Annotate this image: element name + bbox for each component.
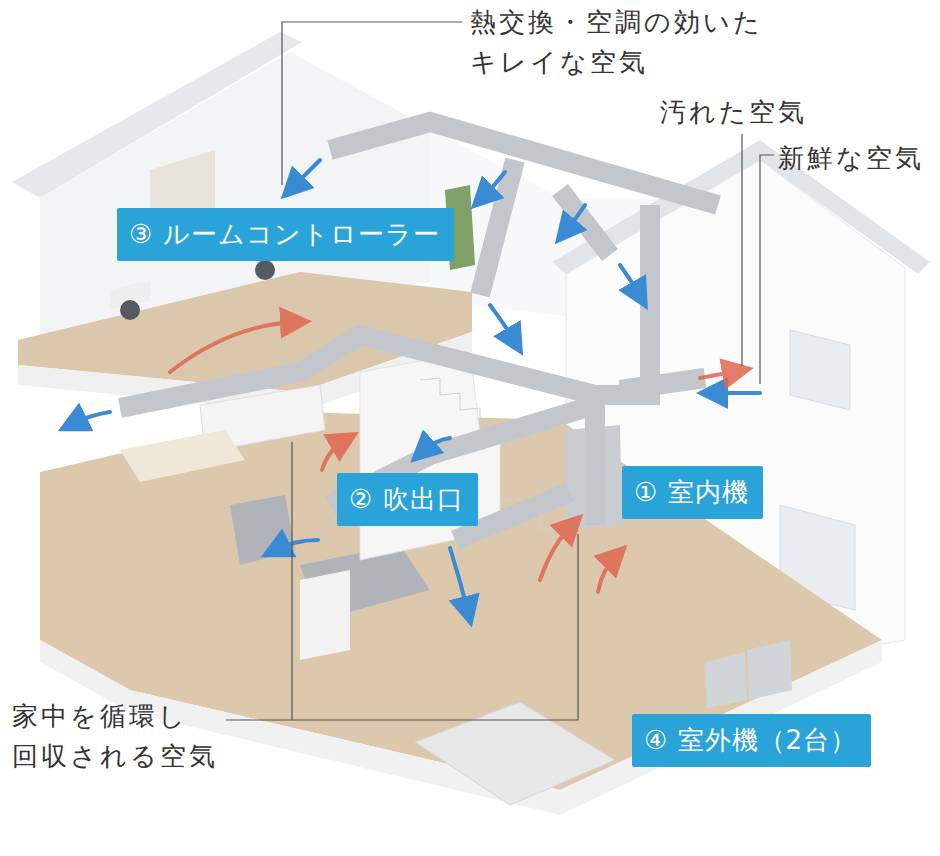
leader-line <box>282 22 462 185</box>
supply-arrow <box>490 305 515 342</box>
callout-box: ① 室内機 <box>622 466 763 519</box>
supply-arrow <box>422 438 450 452</box>
supply-arrow <box>292 160 320 188</box>
annotation-label: 新鮮な空気 <box>778 138 924 178</box>
duct-lower <box>120 335 595 408</box>
annotation-label: 家中を循環し 回収される空気 <box>12 696 244 777</box>
supply-arrow <box>72 412 110 424</box>
outdoor-unit <box>705 652 747 708</box>
callout-text: ③ ルームコントローラー <box>129 217 440 252</box>
entrance-tile <box>415 702 615 805</box>
window <box>790 330 850 410</box>
return-arrows <box>170 322 738 592</box>
outdoor-unit <box>747 640 792 700</box>
supply-arrow <box>482 172 505 198</box>
partition <box>300 570 350 660</box>
callout-text: ④ 室外機（2台） <box>644 723 857 758</box>
return-arrow <box>540 525 572 580</box>
duct-branch <box>480 160 515 295</box>
leader-line <box>226 534 578 720</box>
callout-box: ④ 室外機（2台） <box>632 714 871 767</box>
leader-line <box>291 442 292 720</box>
chair <box>255 260 275 280</box>
exhaust-arrow <box>700 371 738 378</box>
dining-table <box>120 430 245 482</box>
return-arrow <box>322 440 345 470</box>
stairs <box>420 378 480 425</box>
callout-text: ① 室内機 <box>634 475 749 510</box>
supply-arrow <box>620 265 640 296</box>
supply-arrow <box>275 540 318 550</box>
leader-line <box>741 134 742 366</box>
callout-text: ② 吹出口 <box>349 482 464 517</box>
sofa <box>230 495 295 565</box>
chair <box>120 300 140 320</box>
return-arrow <box>170 322 296 372</box>
supply-arrow <box>450 548 468 612</box>
callout-box: ② 吹出口 <box>337 473 478 526</box>
duct-branch <box>560 190 610 255</box>
annotation-label: 汚れた空気 <box>660 92 807 132</box>
supply-arrow <box>565 205 585 232</box>
duct-outside <box>620 378 705 390</box>
leader-line <box>760 155 774 384</box>
supply-arrows <box>72 160 760 612</box>
callout-box: ③ ルームコントローラー <box>117 208 454 261</box>
annotation-label: 熱交換・空調の効いた キレイな空気 <box>470 2 800 83</box>
return-arrow <box>598 556 616 592</box>
fresh-air-arrow <box>712 391 760 395</box>
